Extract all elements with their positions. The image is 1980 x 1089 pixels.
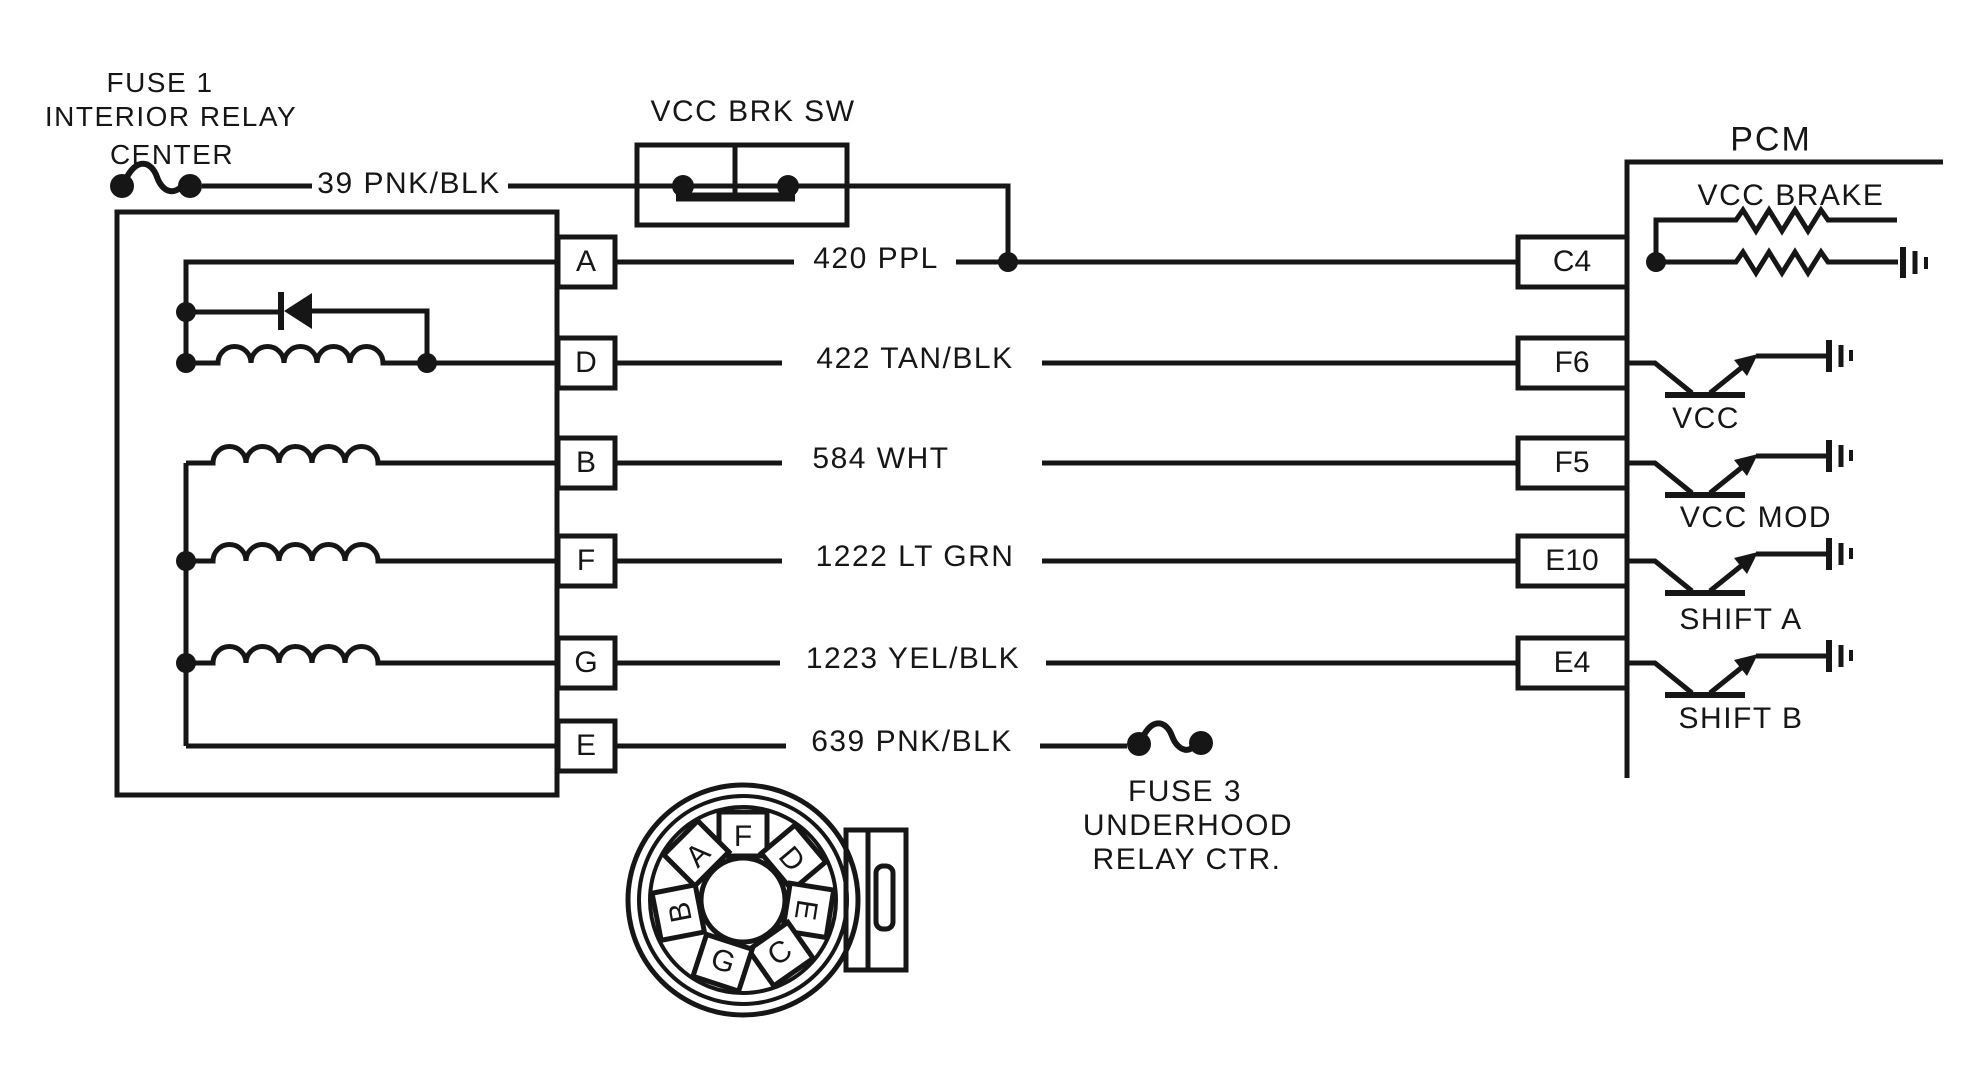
brake-switch-symbol xyxy=(634,142,850,228)
coil-d-icon xyxy=(186,344,557,366)
pcm-pin-f5: F5 xyxy=(1554,446,1590,479)
feed-wire-label: 39 PNK/BLK xyxy=(317,167,501,200)
pcm-frame xyxy=(1624,159,1943,778)
pcm-pin-e10: E10 xyxy=(1545,544,1599,577)
pcm-pin-c4: C4 xyxy=(1552,245,1592,278)
pcm-title: PCM xyxy=(1730,120,1812,159)
wire-label-1222-lt-grn: 1222 LT GRN xyxy=(815,540,1015,573)
vcc-brake-resistors xyxy=(1646,205,1928,278)
coil-b-icon xyxy=(186,444,557,466)
fuse3-label-line2: UNDERHOOD xyxy=(1082,809,1294,842)
pcm-pin-f6: F6 xyxy=(1554,346,1590,379)
fuse1-label-line2: INTERIOR RELAY xyxy=(44,101,298,132)
resistor-icon xyxy=(1653,205,1897,262)
wire-label-1223-yel-blk: 1223 YEL/BLK xyxy=(805,642,1021,675)
pcm-pin-boxes xyxy=(1515,234,1630,691)
driver-label-vcc: VCC xyxy=(1672,402,1740,435)
connector-pin-c: C xyxy=(745,918,817,990)
solenoid-pin-g: G xyxy=(574,646,598,679)
connector-pin-d: D xyxy=(757,821,830,894)
fuse3-label-line1: FUSE 3 xyxy=(1127,775,1243,808)
wire-label-422-tan-blk: 422 TAN/BLK xyxy=(816,342,1014,375)
solenoid-pin-e: E xyxy=(575,729,597,762)
fuse3-label-line3: RELAY CTR. xyxy=(1092,843,1282,876)
ground-icon xyxy=(1826,440,1853,472)
brake-switch-label: VCC BRK SW xyxy=(650,95,856,128)
relay-coil-and-diode xyxy=(176,259,557,373)
connector-pin-e: E xyxy=(779,880,837,941)
ground-icon xyxy=(1826,340,1853,372)
round-connector: F D E C xyxy=(625,782,909,1018)
driver-transistor-vcc-mod xyxy=(1627,440,1853,498)
wire-label-639-pnk-blk: 639 PNK/BLK xyxy=(811,725,1013,758)
connector-pin-g: G xyxy=(689,931,756,995)
solenoid-pin-f: F xyxy=(576,544,596,577)
solenoid-assembly-box xyxy=(114,209,560,798)
driver-transistor-shift-a xyxy=(1627,538,1853,596)
wire-label-584-wht: 584 WHT xyxy=(812,442,950,475)
ground-icon xyxy=(1900,247,1928,278)
coil-g-icon xyxy=(186,644,557,666)
driver-label-vcc-mod: VCC MOD xyxy=(1679,501,1833,534)
solenoid-pin-b: B xyxy=(575,446,597,479)
driver-transistor-shift-b xyxy=(1627,640,1853,698)
solenoid-pin-boxes xyxy=(555,234,618,774)
connector-tab xyxy=(843,827,909,973)
coil-f-icon xyxy=(186,542,557,564)
ground-icon xyxy=(1826,640,1853,672)
resistor-icon xyxy=(1656,247,1898,278)
driver-label-shift-b: SHIFT B xyxy=(1678,702,1804,735)
driver-label-shift-a: SHIFT A xyxy=(1679,603,1803,636)
solenoid-pin-a: A xyxy=(575,245,597,278)
connector-pin-b: B xyxy=(649,881,708,944)
solenoid-coils xyxy=(176,444,557,749)
connector-pin-a: A xyxy=(660,817,733,890)
vcc-brake-label: VCC BRAKE xyxy=(1697,179,1885,212)
solenoid-pin-d: D xyxy=(575,346,597,379)
pcm-pin-e4: E4 xyxy=(1553,646,1591,679)
harness-wires xyxy=(615,259,1518,749)
driver-transistor-vcc xyxy=(1627,340,1853,398)
fuse1-label-line3: CENTER xyxy=(109,139,235,170)
ground-icon xyxy=(1826,538,1853,570)
fuse1-icon xyxy=(110,160,202,198)
fuse3-icon xyxy=(1127,720,1213,756)
fuse1-label-line1: FUSE 1 xyxy=(106,67,214,98)
connector-pin-f-label: F xyxy=(734,820,752,853)
wire-label-420-ppl: 420 PPL xyxy=(813,242,939,275)
